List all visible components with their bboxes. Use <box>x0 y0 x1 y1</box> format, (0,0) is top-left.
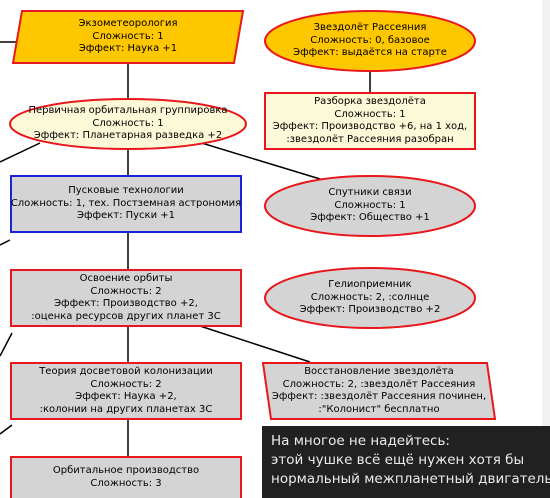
tooltip-line: На многое не надейтесь: <box>271 433 450 449</box>
node-effect-detail: :оценка ресурсов других планет 3С <box>31 310 221 322</box>
vertical-scrollbar[interactable] <box>542 0 550 426</box>
edge-left-to-orbit-mastery <box>0 332 13 357</box>
node-title: Теория досветовой колонизации <box>39 366 213 377</box>
node-title: Орбитальное производство <box>52 465 200 476</box>
node-complexity: Сложность: 2, :солнце <box>310 291 430 303</box>
node-exometeorology[interactable]: Экзометеорология Сложность: 1 Эффект: На… <box>11 10 245 64</box>
node-complexity: Сложность: 1 <box>92 30 164 42</box>
node-title: Разборка звездолёта <box>314 96 426 107</box>
parallelogram-shape <box>11 10 245 64</box>
node-complexity: Сложность: 2 <box>90 378 162 390</box>
ellipse-shape <box>264 175 476 237</box>
node-comm-satellites[interactable]: Спутники связи Сложность: 1 Эффект: Обще… <box>264 175 476 237</box>
node-title: Экзометеорология <box>78 18 178 30</box>
node-heliopanel[interactable]: Гелиоприемник Сложность: 2, :солнце Эффе… <box>264 267 476 329</box>
ellipse-shape <box>9 98 247 150</box>
ellipse-shape <box>264 267 476 329</box>
node-effect: Эффект: Производство +2 <box>299 304 441 316</box>
ellipse-shape <box>264 10 476 72</box>
node-complexity: Сложность: 0, базовое <box>310 34 430 46</box>
node-effect-detail: :"Колонист" бесплатно <box>318 403 440 415</box>
node-effect: Эффект: Наука +2, <box>75 391 177 402</box>
node-title: Восстановление звездолёта <box>304 366 454 377</box>
edge-orbit-mastery-to-restoration <box>199 325 311 363</box>
node-complexity: Сложность: 1 <box>334 108 406 120</box>
node-colonization-theory[interactable]: Теория досветовой колонизации Сложность:… <box>10 362 242 420</box>
node-title: Первичная орбитальная группировка <box>28 105 228 117</box>
node-orbit-mastery[interactable]: Освоение орбиты Сложность: 2 Эффект: Про… <box>10 269 242 327</box>
node-effect: Эффект: выдаётся на старте <box>293 47 447 59</box>
node-complexity: Сложность: 3 <box>90 477 162 489</box>
node-title: Пусковые технологии <box>68 185 184 197</box>
edge-orbital-group-to-satellites <box>194 140 331 183</box>
node-rassenia-ship[interactable]: Звездолёт Рассеяния Сложность: 0, базово… <box>264 10 476 72</box>
node-effect: Эффект: Наука +1 <box>78 43 178 55</box>
node-title: Звездолёт Рассеяния <box>313 22 427 34</box>
edge-left-to-orbital-group <box>0 142 41 163</box>
node-title: Гелиоприемник <box>328 279 412 291</box>
node-ship-disassembly[interactable]: Разборка звездолёта Сложность: 1 Эффект:… <box>264 92 476 150</box>
node-launch-tech[interactable]: Пусковые технологии Сложность: 1, тех. П… <box>10 175 242 233</box>
node-complexity: Сложность: 1 <box>334 199 406 211</box>
node-complexity: Сложность: 1, тех. Постземная астрономия <box>10 197 242 209</box>
node-effect: Эффект: Производство +2, <box>54 298 198 309</box>
node-effect: Эффект: Общество +1 <box>310 212 430 224</box>
edge-left-to-colonization <box>0 424 13 435</box>
node-effect-detail: :колонии на других планетах 3С <box>39 403 213 415</box>
parallelogram-shape <box>261 362 497 420</box>
node-orbital-production[interactable]: Орбитальное производство Сложность: 3 <box>10 456 242 498</box>
tooltip-line: нормальный межпланетный двигатель <box>271 471 550 487</box>
node-title: Освоение орбиты <box>79 273 173 284</box>
node-complexity: Сложность: 2 <box>90 285 162 297</box>
node-effect-detail: :звездолёт Рассеяния разобран <box>286 133 454 145</box>
edge-left-to-launch-tech <box>0 239 11 246</box>
node-effect: Эффект: Пуски +1 <box>76 210 176 222</box>
node-complexity: Сложность: 1 <box>92 117 164 129</box>
node-effect: Эффект: Производство +6, на 1 ход, <box>272 121 468 132</box>
node-effect: Эффект: Планетарная разведка +2 <box>33 130 223 142</box>
node-ship-restoration[interactable]: Восстановление звездолёта Сложность: 2, … <box>261 362 497 420</box>
node-title: Спутники связи <box>328 187 412 199</box>
tooltip: На многое не надейтесь: этой чушке всё е… <box>262 426 550 498</box>
node-effect: Эффект: :звездолёт Рассеяния починен, <box>271 391 487 402</box>
tooltip-line: этой чушке всё ещё нужен хотя бы <box>271 452 525 468</box>
node-complexity: Сложность: 2, :звездолёт Рассеяния <box>282 378 476 390</box>
node-orbital-group[interactable]: Первичная орбитальная группировка Сложно… <box>9 98 247 150</box>
